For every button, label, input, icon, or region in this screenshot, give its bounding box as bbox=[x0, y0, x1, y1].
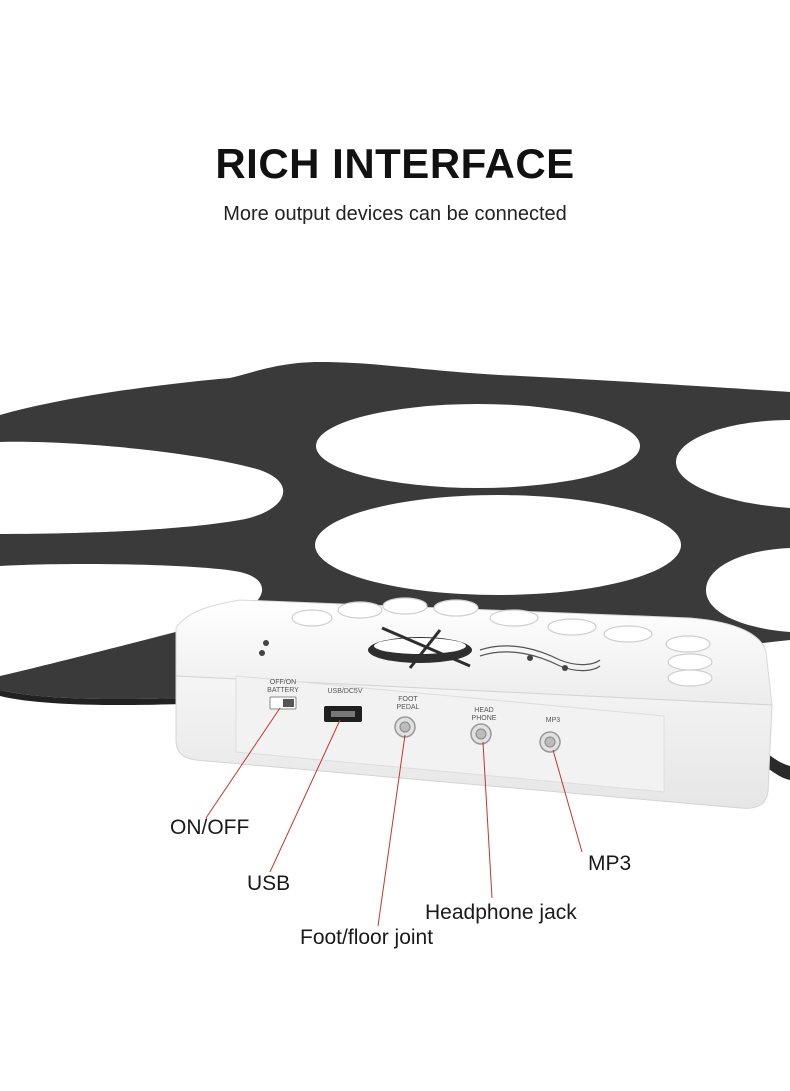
drum-pad-top-right bbox=[676, 420, 790, 508]
power-port-label-line2: BATTERY bbox=[267, 687, 299, 694]
callout-headphone-jack: Headphone jack bbox=[425, 901, 577, 924]
power-port-label: OFF/ON bbox=[270, 679, 296, 686]
callout-mp3: MP3 bbox=[588, 852, 632, 875]
callout-usb: USB bbox=[247, 872, 291, 895]
drum-pad-left-lower bbox=[0, 564, 263, 676]
foot-port-label: FOOT bbox=[398, 696, 418, 703]
mp3-port-label: MP3 bbox=[546, 717, 561, 724]
status-led-2 bbox=[259, 650, 265, 656]
control-unit-buttons bbox=[291, 597, 713, 687]
leader-lines bbox=[205, 707, 583, 927]
status-led-1 bbox=[263, 640, 269, 646]
drum-kit-logo bbox=[368, 626, 601, 672]
drum-pad-top-center bbox=[316, 404, 640, 488]
page-subtitle: More output devices can be connected bbox=[223, 203, 567, 225]
headphone-port-label-line2: PHONE bbox=[472, 715, 497, 722]
mp3-jack[interactable] bbox=[539, 731, 561, 753]
headphone-jack[interactable] bbox=[470, 723, 492, 745]
drum-pad-left-upper bbox=[0, 441, 284, 534]
callout-on-off: ON/OFF bbox=[170, 816, 250, 839]
drum-pad-middle-center bbox=[315, 495, 681, 595]
foot-port-label-line2: PEDAL bbox=[397, 704, 420, 711]
headphone-port-label: HEAD bbox=[474, 707, 493, 714]
foot-pedal-jack[interactable] bbox=[394, 716, 416, 738]
drum-pad-middle-right bbox=[706, 548, 790, 632]
page-title: RICH INTERFACE bbox=[215, 140, 575, 187]
callout-foot-joint: Foot/floor joint bbox=[300, 926, 434, 949]
usb-port-label: USB/DC5V bbox=[327, 688, 362, 695]
